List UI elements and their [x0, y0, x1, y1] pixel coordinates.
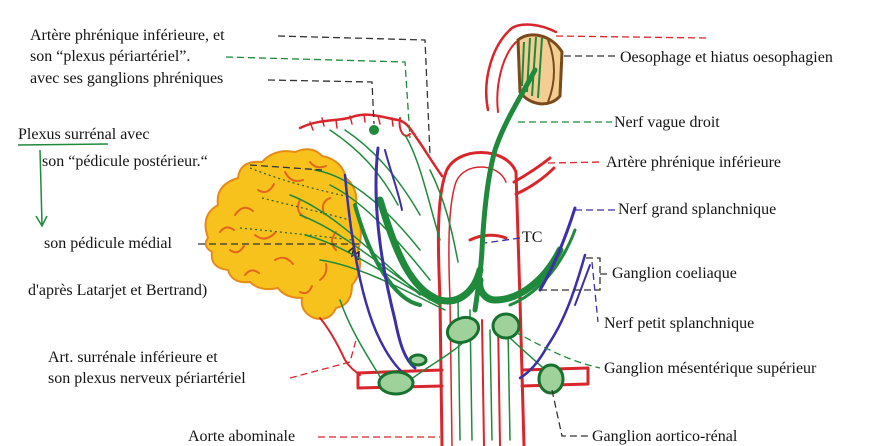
label-aorticorenal-ganglion: Ganglion aortico-rénal: [592, 428, 738, 445]
label-celiac-ganglion: Ganglion coeliaque: [612, 265, 737, 282]
leader-inferior-adrenal-artery: [290, 340, 356, 378]
label-phrenic-artery-line2: son “plexus périartériel”.: [30, 48, 190, 65]
leader-hiatus: [556, 36, 706, 38]
label-adrenal-plexus-line1: Plexus surrénal avec: [18, 126, 150, 143]
label-lesser-splanchnic: Nerf petit splanchnique: [604, 315, 754, 332]
label-source-note: d'après Latarjet et Bertrand): [28, 282, 207, 299]
phrenic-ganglion: [369, 125, 379, 135]
hiatus-inner-outline: [497, 42, 516, 112]
renal-plexus-ganglion: [410, 355, 426, 365]
label-superior-mesenteric-ganglion: Ganglion mésentérique supérieur: [604, 360, 817, 377]
label-celiac-trunk: TC: [522, 229, 542, 246]
aorticorenal-ganglion-left: [379, 372, 413, 394]
label-phrenic-artery-line1: Artère phrénique inférieure, et: [30, 27, 225, 44]
left-splanchnic-branch: [385, 150, 402, 210]
right-inferior-phrenic-artery: [514, 158, 554, 194]
splanchnic-nerves: [345, 148, 590, 378]
label-right-vagus: Nerf vague droit: [614, 114, 720, 131]
label-inferior-adrenal-artery-line1: Art. surrénale inférieure et: [48, 349, 218, 366]
label-adrenal-plexus-line2: son “pédicule postérieur.“: [42, 153, 208, 170]
oesophagus: [486, 25, 562, 112]
right-splanchnic-branch: [575, 265, 590, 305]
leader-aorticorenal-ganglion: [552, 390, 588, 436]
celiac-trunk-stub: [470, 235, 506, 240]
superior-mesenteric-ganglion-right: [493, 314, 519, 338]
label-inferior-phrenic-artery: Artère phrénique inférieure: [606, 154, 781, 171]
leader-periarterial-plexus: [226, 57, 410, 138]
label-greater-splanchnic: Nerf grand splanchnique: [618, 201, 776, 218]
left-greater-splanchnic-nerve: [376, 148, 415, 368]
leader-celiac-trunk: [485, 238, 520, 243]
leader-superior-mesenteric-ganglion: [515, 332, 600, 368]
leader-lesser-splanchnic: [592, 262, 598, 322]
label-oesophagus: Oesophage et hiatus oesophagien: [620, 49, 833, 66]
label-inferior-adrenal-artery-line2: son plexus nerveux périartériel: [48, 370, 246, 387]
leader-phrenic-artery-right: [548, 162, 602, 163]
label-phrenic-artery-line3: avec ses ganglions phréniques: [30, 70, 223, 87]
leader-phrenic-ganglia: [268, 80, 374, 124]
aorticorenal-ganglion-right: [539, 365, 563, 393]
label-medial-pedicle: son pédicule médial: [44, 235, 173, 252]
adrenal-plexus-underline: [18, 144, 108, 145]
label-abdominal-aorta: Aorte abominale: [188, 428, 295, 445]
